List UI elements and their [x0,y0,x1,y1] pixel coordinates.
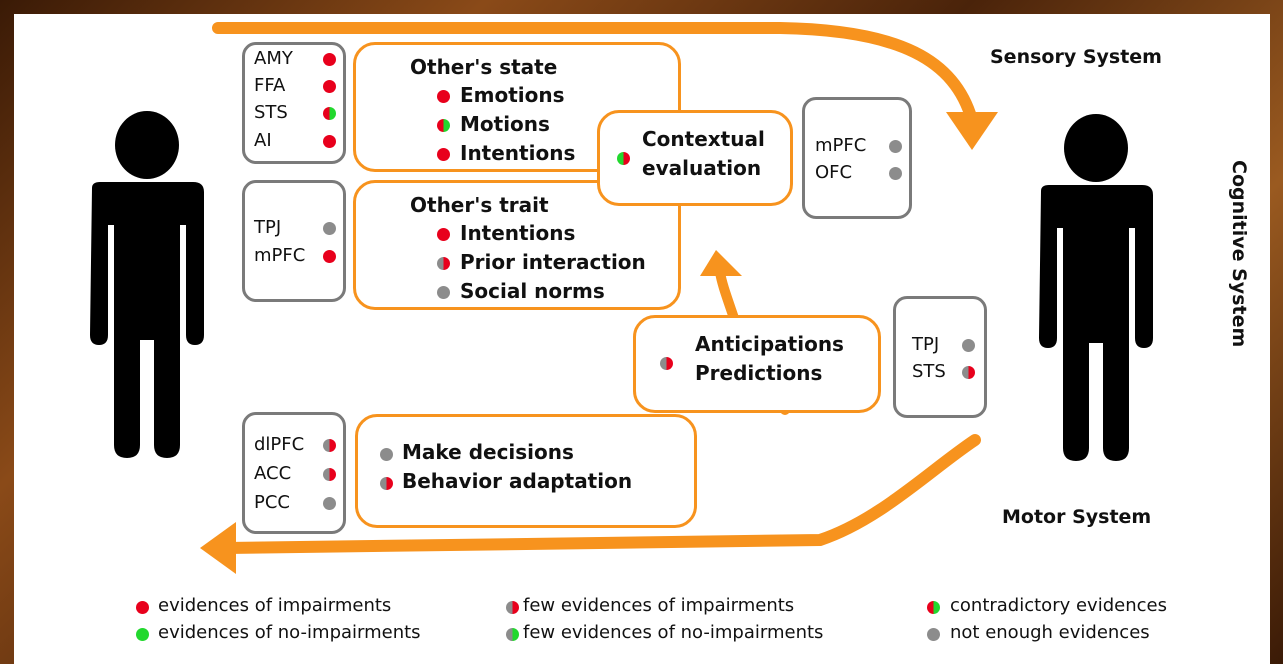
evidence-dot [323,107,336,120]
evidence-dot [437,257,450,270]
bottom-arrow [220,434,981,554]
legend-label: not enough evidences [950,622,1150,643]
legend-label: few evidences of impairments [523,595,795,616]
region-box-anticipation: TPJ STS [893,296,987,418]
region-box-trait: TPJ mPFC [242,180,346,302]
cognitive-system-wrapper: Cognitive System [1228,160,1265,400]
evidence-dot [617,152,630,165]
evidence-dot [437,228,450,241]
evidence-dot [889,140,902,153]
region-label: STS [254,102,288,123]
region-label: STS [912,361,946,382]
person-left-icon [90,111,204,458]
evidence-dot [437,286,450,299]
region-box-decision: dlPFC ACC PCC [242,412,346,534]
region-label: TPJ [254,217,282,238]
evidence-dot [380,448,393,461]
legend-label: few evidences of no-impairments [523,622,824,643]
person-right-icon [1039,114,1153,461]
concept-box-context: Contextual evaluation [597,110,793,206]
evidence-dot [437,119,450,132]
concept-box-decision: Make decisions Behavior adaptation [355,414,697,528]
legend-dot [136,628,149,641]
concept-item: Make decisions [402,440,574,464]
concept-item: Intentions [460,141,576,165]
evidence-dot [660,357,673,370]
region-label: mPFC [815,135,867,156]
anticipation-arrow-head [700,250,742,276]
concept-line: Predictions [695,361,823,385]
concept-item: Motions [460,112,550,136]
legend: evidences of impairments few evidences o… [130,594,1250,654]
evidence-dot [323,80,336,93]
legend-label: contradictory evidences [950,595,1167,616]
evidence-dot [889,167,902,180]
evidence-dot [323,53,336,66]
region-label: ACC [254,463,292,484]
region-label: FFA [254,75,286,96]
legend-dot [506,628,519,641]
top-arrow [212,22,978,126]
concept-item: Behavior adaptation [402,469,633,493]
concept-title: Other's state [410,55,558,79]
concept-item: Social norms [460,279,605,303]
evidence-dot [323,222,336,235]
evidence-dot [323,250,336,263]
legend-dot [927,628,940,641]
legend-label: evidences of no-impairments [158,622,421,643]
concept-line: evaluation [642,156,762,180]
evidence-dot [323,497,336,510]
evidence-dot [323,439,336,452]
top-arrow-head [946,112,998,150]
concept-line: Contextual [642,127,765,151]
legend-dot [136,601,149,614]
region-label: AI [254,130,272,151]
evidence-dot [380,477,393,490]
legend-dot [927,601,940,614]
evidence-dot [962,339,975,352]
concept-box-anticipation: Anticipations Predictions [633,315,881,413]
region-box-context: mPFC OFC [802,97,912,219]
evidence-dot [323,468,336,481]
concept-line: Anticipations [695,332,844,356]
region-box-state: AMY FFA STS AI [242,42,346,164]
evidence-dot [962,366,975,379]
concept-item: Emotions [460,83,565,107]
evidence-dot [323,135,336,148]
evidence-dot [437,90,450,103]
sensory-system-label: Sensory System [990,46,1162,68]
legend-label: evidences of impairments [158,595,392,616]
concept-item: Intentions [460,221,576,245]
concept-item: Prior interaction [460,250,646,274]
region-label: PCC [254,492,290,513]
concept-title: Other's trait [410,193,549,217]
motor-system-label: Motor System [1002,506,1152,528]
region-label: OFC [815,162,853,183]
region-label: mPFC [254,245,306,266]
region-label: AMY [254,48,293,69]
region-label: TPJ [912,334,940,355]
evidence-dot [437,148,450,161]
region-label: dlPFC [254,434,305,455]
cognitive-system-label: Cognitive System [1228,160,1250,348]
bottom-arrow-head [200,522,236,574]
legend-dot [506,601,519,614]
